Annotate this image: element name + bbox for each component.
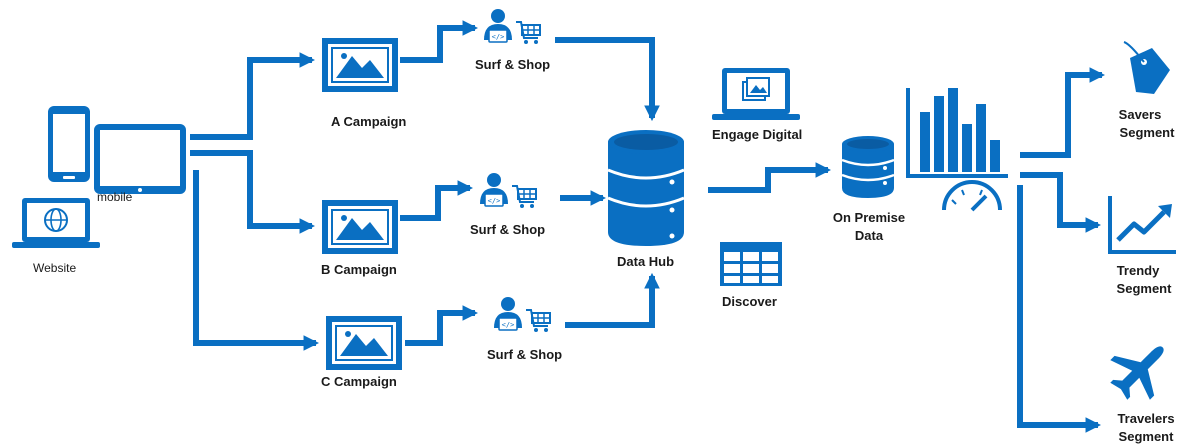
bar-chart-icon — [906, 88, 1008, 178]
on-premise-label-line1: On Premise — [832, 210, 906, 225]
svg-text:</>: </> — [502, 321, 515, 329]
surf-shop-icon-group-2: </> — [480, 173, 537, 208]
arrow-chart-to-travelers — [1017, 185, 1102, 433]
developer-icon: </> — [484, 9, 512, 43]
surf-shop-icon-group-1: </> — [484, 9, 541, 44]
shopping-cart-icon — [526, 309, 551, 332]
arrow-b-to-surf2 — [400, 180, 474, 221]
arrow-devices-to-c-campaign — [193, 170, 320, 351]
shopping-cart-icon — [512, 185, 537, 208]
airplane-icon — [1110, 346, 1164, 400]
gauge-icon — [942, 180, 1002, 212]
svg-text:</>: </> — [488, 197, 501, 205]
database-icon — [607, 130, 685, 246]
shopping-cart-icon — [516, 21, 541, 44]
laptop-gallery-icon — [712, 68, 800, 120]
image-frame-icon — [326, 316, 402, 370]
savers-segment-label-line1: Savers — [1118, 107, 1162, 122]
savers-segment-label-line2: Segment — [1119, 125, 1175, 140]
trendy-segment-label-line2: Segment — [1116, 281, 1172, 296]
smartphone-icon — [48, 106, 90, 182]
engage-digital-label: Engage Digital — [712, 127, 803, 142]
mobile-label: mobile — [97, 190, 133, 204]
developer-icon: </> — [480, 173, 508, 207]
surf-shop-icon-group-3: </> — [494, 297, 551, 332]
price-tag-icon — [1123, 41, 1170, 94]
tablet-icon — [94, 124, 186, 194]
svg-text:</>: </> — [492, 33, 505, 41]
arrow-devices-to-a-campaign — [190, 52, 316, 140]
arrow-chart-to-trendy — [1020, 172, 1102, 233]
travelers-segment-label-line2: Segment — [1118, 429, 1174, 444]
c-campaign-label: C Campaign — [321, 374, 397, 389]
arrow-surf3-to-hub — [565, 272, 660, 328]
arrow-surf1-to-hub — [555, 37, 660, 122]
arrow-c-to-surf3 — [405, 305, 479, 346]
surf-shop-label-1: Surf & Shop — [475, 57, 551, 72]
arrow-a-to-surf1 — [400, 20, 479, 63]
on-premise-label-line2: Data — [854, 228, 884, 243]
a-campaign-label: A Campaign — [331, 114, 407, 129]
arrow-chart-to-savers — [1020, 67, 1106, 158]
image-frame-icon — [322, 200, 398, 254]
website-label: Website — [33, 261, 77, 275]
travelers-segment-label-line1: Travelers — [1117, 411, 1175, 426]
table-grid-icon — [720, 242, 782, 286]
developer-icon: </> — [494, 297, 522, 331]
arrow-hub-to-onpremise — [708, 162, 832, 193]
data-hub-label: Data Hub — [617, 254, 675, 269]
connector-arrows — [190, 20, 1106, 433]
trendy-segment-label-line1: Trendy — [1116, 263, 1160, 278]
arrow-devices-to-b-campaign — [190, 150, 316, 234]
database-icon — [841, 136, 895, 198]
image-frame-icon — [322, 38, 398, 92]
trend-chart-icon — [1108, 196, 1176, 254]
discover-label: Discover — [722, 294, 777, 309]
b-campaign-label: B Campaign — [321, 262, 397, 277]
laptop-globe-icon — [12, 198, 100, 248]
surf-shop-label-2: Surf & Shop — [470, 222, 546, 237]
surf-shop-label-3: Surf & Shop — [487, 347, 563, 362]
